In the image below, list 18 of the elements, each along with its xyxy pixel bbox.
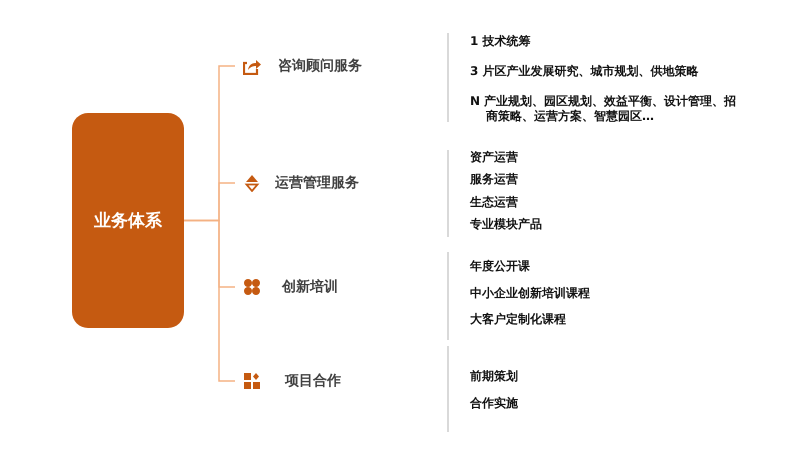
list-item: 中小企业创新培训课程 <box>470 286 590 301</box>
list-item: 资产运营 <box>470 150 518 165</box>
category-label: 创新培训 <box>282 278 338 296</box>
list-item: 1 技术统筹 <box>470 34 531 49</box>
category-label: 咨询顾问服务 <box>278 57 362 75</box>
list-item: 3 片区产业发展研究、城市规划、供地策略 <box>470 64 699 79</box>
list-item: 专业模块产品 <box>470 217 542 232</box>
rounded-box: 业务体系 <box>72 113 184 328</box>
list-item: 前期策划 <box>470 369 518 384</box>
list-item: 大客户定制化课程 <box>470 312 566 327</box>
list-item: 合作实施 <box>470 396 518 411</box>
connector-line <box>184 220 235 382</box>
list-item: 年度公开课 <box>470 259 530 274</box>
list-item: N 产业规划、园区规划、效益平衡、设计管理、招商策略、运营方案、智慧园区… <box>470 94 738 124</box>
list-item: 生态运营 <box>470 195 518 210</box>
category-label: 项目合作 <box>285 372 341 390</box>
list-item: 服务运营 <box>470 172 518 187</box>
category-label: 运营管理服务 <box>275 174 359 192</box>
